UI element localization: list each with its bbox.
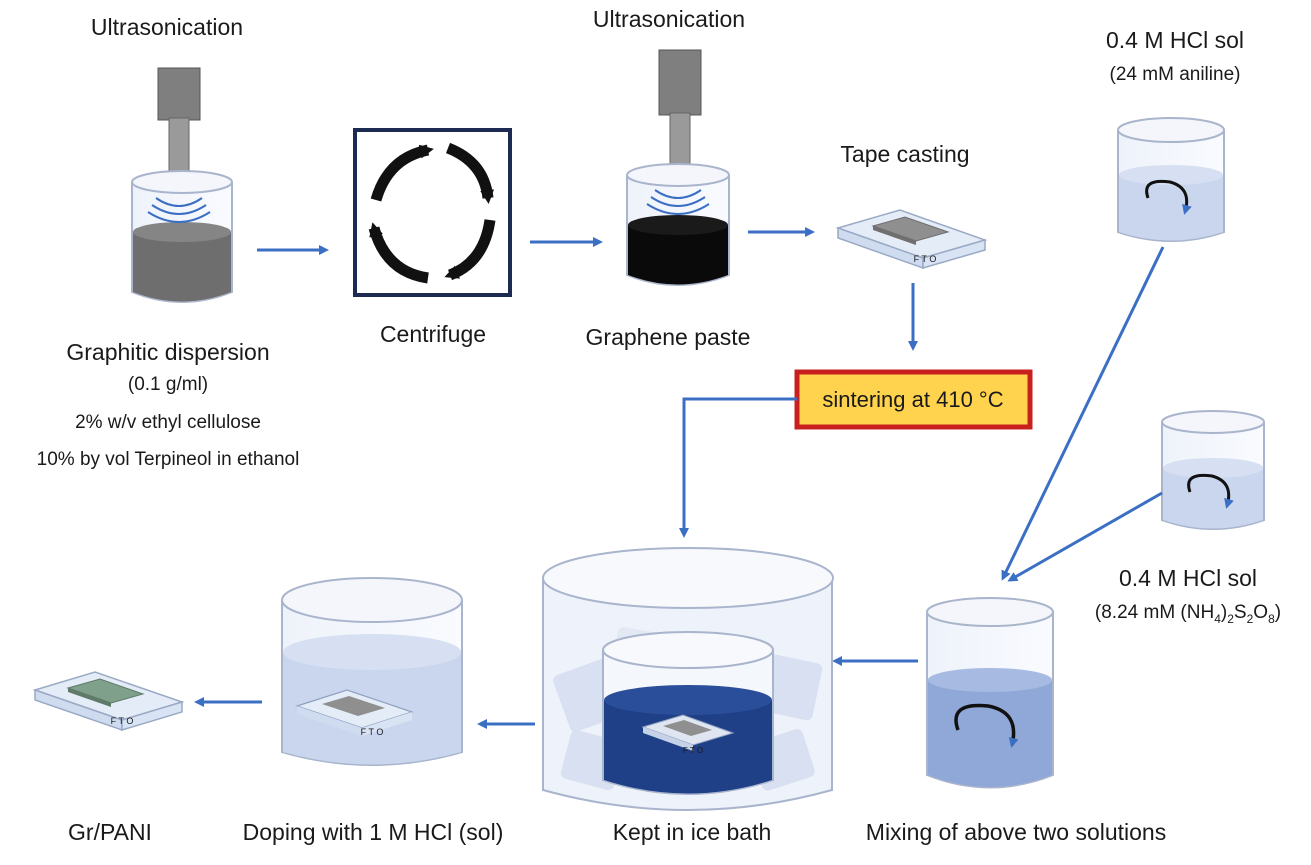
graphene-paste-label: Graphene paste (586, 324, 751, 350)
dispersion-concentration: (0.1 g/ml) (128, 374, 208, 395)
fto-mark: F T O (914, 254, 937, 264)
rotation-arrow (444, 219, 496, 281)
fto-mark: F T O (111, 716, 134, 726)
aniline-label: (24 mM aniline) (1110, 64, 1241, 85)
mixing-beaker (926, 597, 1054, 789)
hcl-sol-label-1: 0.4 M HCl sol (1106, 27, 1244, 53)
gr-pani-label: Gr/PANI (68, 819, 152, 845)
aps-concentration-label: (8.24 mM (NH4)2S2O8) (1095, 602, 1281, 626)
doping-label: Doping with 1 M HCl (sol) (243, 819, 504, 845)
arrow-aps-to-mixing (1007, 491, 1163, 582)
sintering-label: sintering at 410 °C (822, 387, 1003, 412)
rotation-arrow (445, 142, 495, 204)
stirring-arrow (1145, 179, 1192, 215)
graphitic-dispersion-label: Graphitic dispersion (66, 339, 269, 365)
rotation-arrow (368, 222, 429, 284)
sintering-box: sintering at 410 °C (794, 369, 1033, 430)
tape-casting-label: Tape casting (840, 141, 969, 167)
fto-mark: F T O (683, 746, 703, 755)
fto-mark: F T O (361, 727, 384, 737)
ultrasonication-label-1: Ultrasonication (91, 14, 243, 40)
fto-substrate-tape-cast: F T O (835, 209, 988, 270)
doping-beaker: F T O (281, 577, 463, 766)
hcl-sol-label-2: 0.4 M HCl sol (1119, 565, 1257, 591)
ethyl-cellulose-label: 2% w/v ethyl cellulose (75, 412, 261, 433)
arrow-to-ice-bath (679, 397, 797, 538)
graphene-paste-beaker (626, 49, 730, 286)
sonicator-probe-head (157, 67, 201, 121)
ice-bath: F T O (542, 547, 834, 811)
sonicator-probe-head (658, 49, 702, 116)
centrifuge-box (353, 128, 512, 297)
mixing-label: Mixing of above two solutions (866, 819, 1166, 845)
terpineol-label: 10% by vol Terpineol in ethanol (37, 449, 300, 470)
rotation-arrow (370, 144, 434, 202)
ultrasonication-beaker-1 (131, 67, 233, 303)
stirring-arrow (1187, 473, 1234, 509)
arrow-aniline-to-mixing (1001, 246, 1165, 581)
ultrasonication-label-2: Ultrasonication (593, 6, 745, 32)
centrifuge-label: Centrifuge (380, 321, 486, 347)
stirring-arrow (954, 703, 1019, 748)
gr-pani-substrate: F T O (32, 671, 185, 732)
aps-beaker (1161, 410, 1265, 530)
ice-bath-label: Kept in ice bath (613, 819, 772, 845)
aniline-beaker (1117, 117, 1225, 242)
